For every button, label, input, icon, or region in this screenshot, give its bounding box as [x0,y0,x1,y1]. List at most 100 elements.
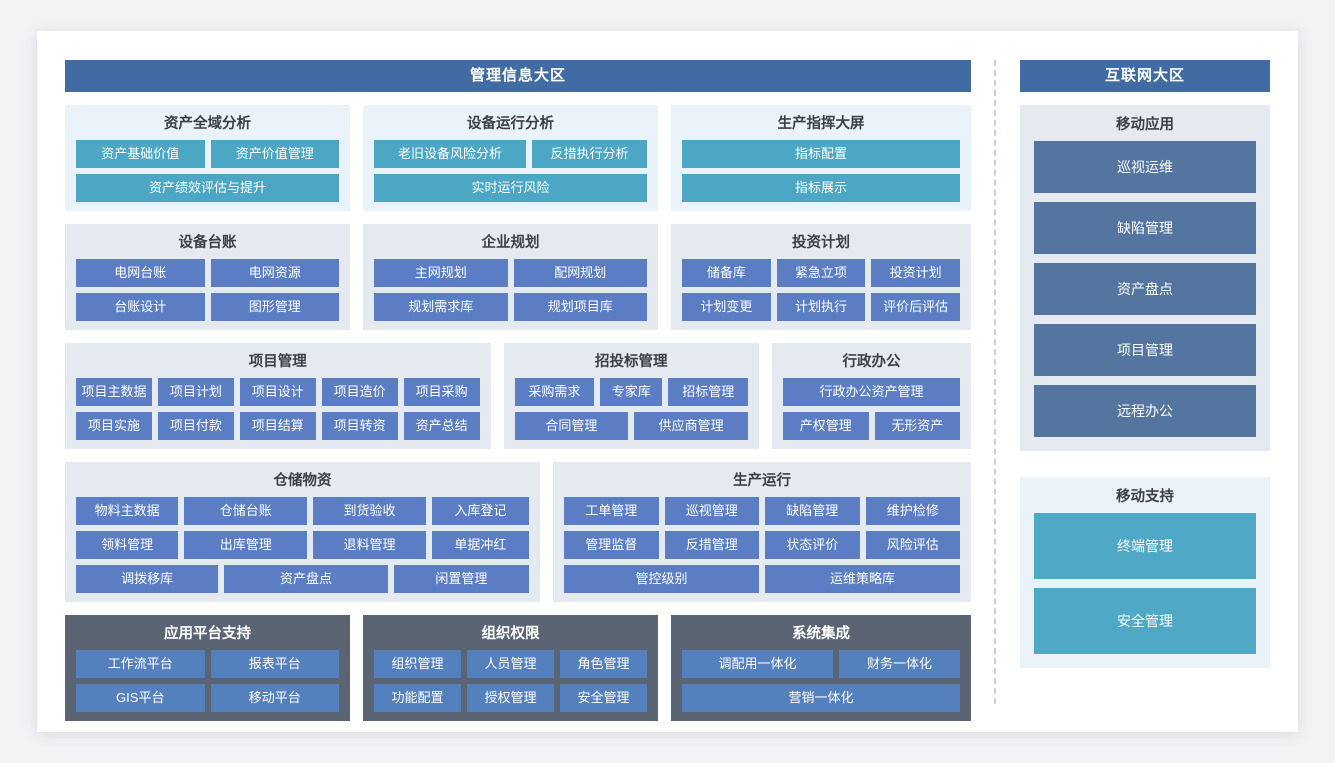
module-button[interactable]: 老旧设备风险分析 [374,140,526,168]
module-button[interactable]: 项目主数据 [76,378,152,406]
module-button[interactable]: 组织管理 [374,650,461,678]
module-button[interactable]: 终端管理 [1034,513,1256,579]
module-button[interactable]: 管控级别 [564,565,759,593]
module-button[interactable]: 主网规划 [374,259,508,287]
module-button[interactable]: 调配用一体化 [682,650,834,678]
module-button[interactable]: 项目计划 [157,378,234,406]
module-button[interactable]: 图形管理 [210,293,339,321]
module-button[interactable]: 风险评估 [865,531,960,559]
group-title: 设备台账 [178,235,237,251]
button-row: GIS平台 移动平台 [76,684,339,712]
module-button[interactable]: 资产盘点 [1034,263,1256,315]
module-button[interactable]: 缺陷管理 [765,497,860,525]
button-row: 调配用一体化 财务一体化 [682,650,960,678]
module-button[interactable]: 闲置管理 [393,565,529,593]
module-button[interactable]: 入库登记 [431,497,530,525]
module-button[interactable]: 到货验收 [313,497,426,525]
module-button[interactable]: 维护检修 [865,497,960,525]
module-button[interactable]: 管理监督 [564,531,659,559]
module-button[interactable]: 招标管理 [668,378,749,406]
module-button[interactable]: 规划需求库 [374,293,508,321]
module-button[interactable]: 行政办公资产管理 [783,378,960,406]
module-button[interactable]: 专家库 [600,378,663,406]
module-button[interactable]: 角色管理 [560,650,647,678]
module-button[interactable]: 评价后评估 [871,293,961,321]
module-button[interactable]: 巡视管理 [664,497,759,525]
module-button[interactable]: 仓储台账 [184,497,308,525]
module-button[interactable]: 项目采购 [403,378,480,406]
group-title: 生产指挥大屏 [777,116,865,132]
module-button[interactable]: 功能配置 [374,684,461,712]
button-row: 项目主数据 项目计划 项目设计 项目造价 项目采购 [76,378,480,406]
module-button[interactable]: 项目转资 [321,412,398,440]
module-button[interactable]: 紧急立项 [776,259,866,287]
module-button[interactable]: 采购需求 [514,378,595,406]
module-button[interactable]: 资产价值管理 [210,140,339,168]
module-button[interactable]: 资产盘点 [224,565,388,593]
group-project-management: 项目管理 项目主数据 项目计划 项目设计 项目造价 项目采购 项目实施 项目付款… [65,343,491,449]
module-button[interactable]: 计划执行 [776,293,866,321]
module-button[interactable]: 财务一体化 [839,650,960,678]
button-row: 储备库 紧急立项 投资计划 [682,259,961,287]
module-button[interactable]: 工单管理 [564,497,659,525]
module-button[interactable]: 规划项目库 [513,293,647,321]
module-button[interactable]: 营销一体化 [682,684,960,712]
module-button[interactable]: 领料管理 [76,531,179,559]
module-button[interactable]: 资产基础价值 [76,140,205,168]
module-button[interactable]: 储备库 [682,259,771,287]
module-button[interactable]: 资产总结 [403,412,480,440]
module-button[interactable]: 指标配置 [682,140,960,168]
module-button[interactable]: 项目结算 [239,412,316,440]
module-button[interactable]: 项目设计 [239,378,316,406]
module-button[interactable]: 项目实施 [76,412,152,440]
module-button[interactable]: 项目管理 [1034,324,1256,376]
module-button[interactable]: 巡视运维 [1034,141,1256,193]
module-button[interactable]: 状态评价 [765,531,860,559]
group-administrative-office: 行政办公 行政办公资产管理 产权管理 无形资产 [772,343,971,449]
module-button[interactable]: 远程办公 [1034,385,1256,437]
module-button[interactable]: 调拨移库 [76,565,219,593]
module-button[interactable]: 物料主数据 [76,497,179,525]
module-button[interactable]: 项目付款 [157,412,234,440]
module-button[interactable]: 安全管理 [1034,588,1256,654]
module-button[interactable]: 投资计划 [871,259,961,287]
module-button[interactable]: 实时运行风险 [374,174,647,202]
module-button[interactable]: 工作流平台 [76,650,205,678]
module-button[interactable]: 台账设计 [76,293,205,321]
module-button[interactable]: 移动平台 [210,684,339,712]
group-title: 组织权限 [481,626,540,642]
group-asset-analysis: 资产全域分析 资产基础价值 资产价值管理 资产绩效评估与提升 [65,105,350,211]
button-row: 台账设计 图形管理 [76,293,339,321]
module-button[interactable]: 无形资产 [874,412,960,440]
module-button[interactable]: 项目造价 [321,378,398,406]
module-button[interactable]: 指标展示 [682,174,960,202]
module-button[interactable]: 资产绩效评估与提升 [76,174,339,202]
button-row: 采购需求 专家库 招标管理 [514,378,749,406]
button-row: 项目实施 项目付款 项目结算 项目转资 资产总结 [76,412,480,440]
module-button[interactable]: 反措执行分析 [531,140,647,168]
group-title: 系统集成 [792,626,850,642]
module-button[interactable]: 电网台账 [76,259,205,287]
module-button[interactable]: 报表平台 [210,650,339,678]
module-button[interactable]: 计划变更 [682,293,771,321]
group-enterprise-planning: 企业规划 主网规划 配网规划 规划需求库 规划项目库 [363,224,658,330]
module-button[interactable]: 产权管理 [783,412,869,440]
module-button[interactable]: 授权管理 [467,684,554,712]
module-button[interactable]: 单据冲红 [431,531,530,559]
module-button[interactable]: 人员管理 [467,650,554,678]
management-zone-header: 管理信息大区 [65,60,971,92]
module-button[interactable]: 合同管理 [514,412,629,440]
module-button[interactable]: 出库管理 [184,531,308,559]
group-system-integration: 系统集成 调配用一体化 财务一体化 营销一体化 [671,615,971,721]
button-row: 指标配置 [682,140,960,168]
module-button[interactable]: 电网资源 [210,259,339,287]
module-button[interactable]: 缺陷管理 [1034,202,1256,254]
module-button[interactable]: 配网规划 [513,259,647,287]
module-button[interactable]: GIS平台 [76,684,205,712]
management-row-4: 仓储物资 物料主数据 仓储台账 到货验收 入库登记 领料管理 出库管理 退料管理… [65,462,971,602]
module-button[interactable]: 退料管理 [313,531,426,559]
module-button[interactable]: 反措管理 [664,531,759,559]
module-button[interactable]: 安全管理 [560,684,647,712]
module-button[interactable]: 运维策略库 [765,565,960,593]
module-button[interactable]: 供应商管理 [634,412,749,440]
